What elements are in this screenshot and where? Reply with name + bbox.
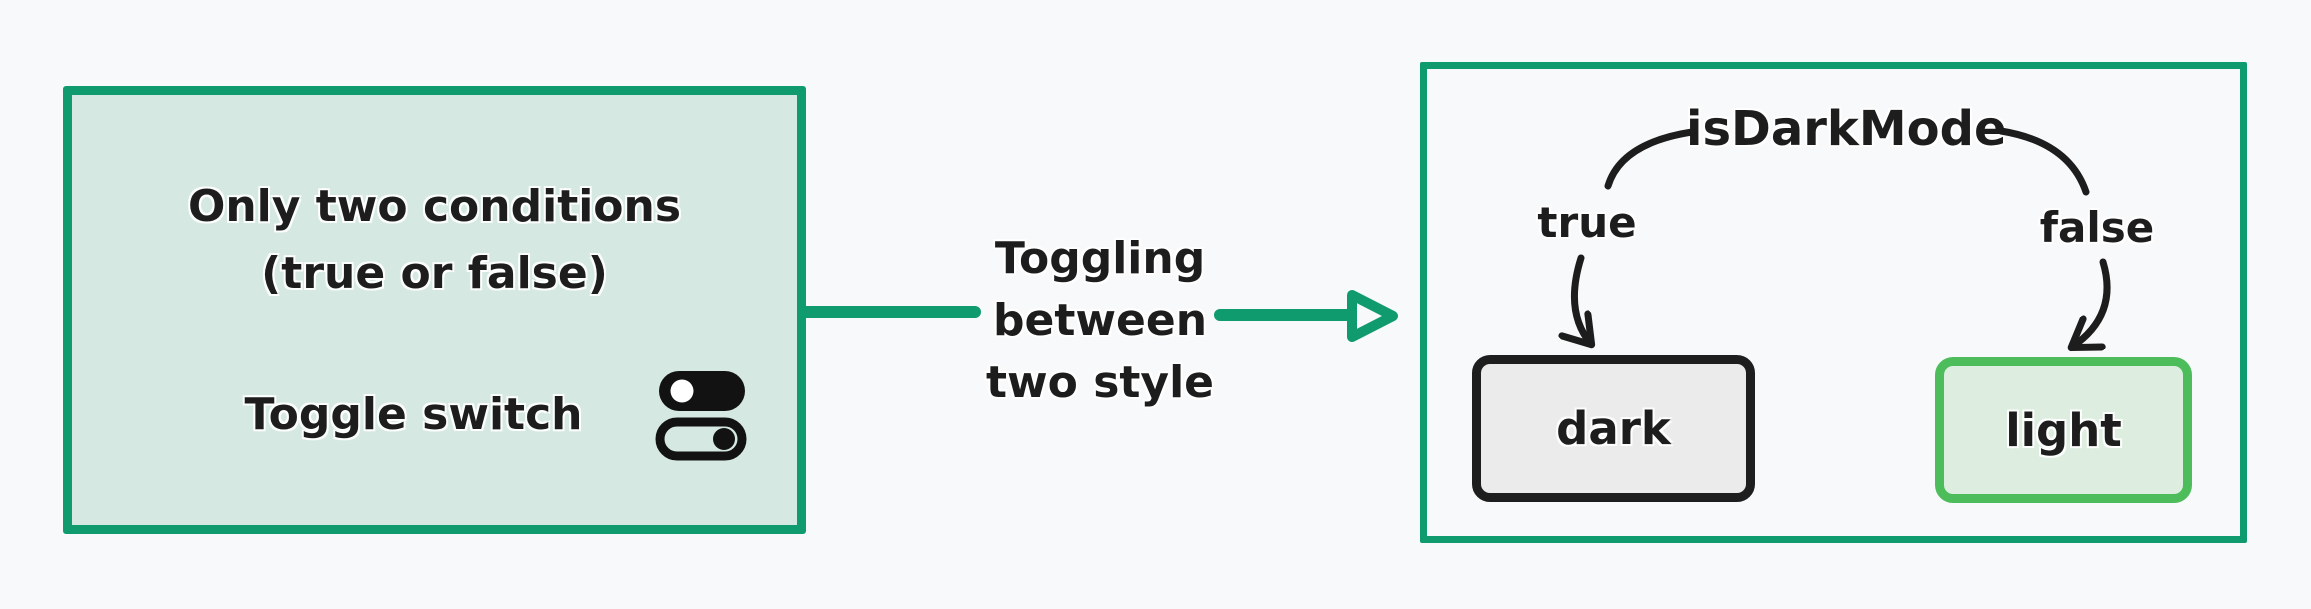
light-style-box: light — [1935, 357, 2192, 503]
main-flow-arrowhead — [1347, 290, 1398, 342]
variable-label: isDarkMode — [1686, 101, 2007, 157]
conditions-panel: Only two conditions (true or false) Togg… — [63, 86, 806, 534]
dark-style-label: dark — [1556, 402, 1671, 455]
connector-label-line1: Toggling — [994, 233, 1206, 284]
dark-style-box: dark — [1472, 355, 1755, 502]
branch-false-label: false — [2039, 203, 2155, 252]
light-style-label: light — [2005, 403, 2122, 457]
connector-label-line2: between — [992, 295, 1208, 346]
branch-true-label: true — [1537, 198, 1637, 247]
connector-label: Toggling between two style — [960, 228, 1240, 414]
conditions-title-line2: (true or false) — [261, 248, 608, 299]
connector-label-line3: two style — [985, 357, 1215, 408]
conditions-title-line1: Only two conditions — [187, 181, 682, 232]
toggle-switch-icon — [655, 371, 746, 461]
styles-panel — [1420, 62, 2247, 543]
toggle-switch-label: Toggle switch — [244, 389, 583, 440]
toggle-switch-row: Toggle switch — [136, 367, 861, 463]
